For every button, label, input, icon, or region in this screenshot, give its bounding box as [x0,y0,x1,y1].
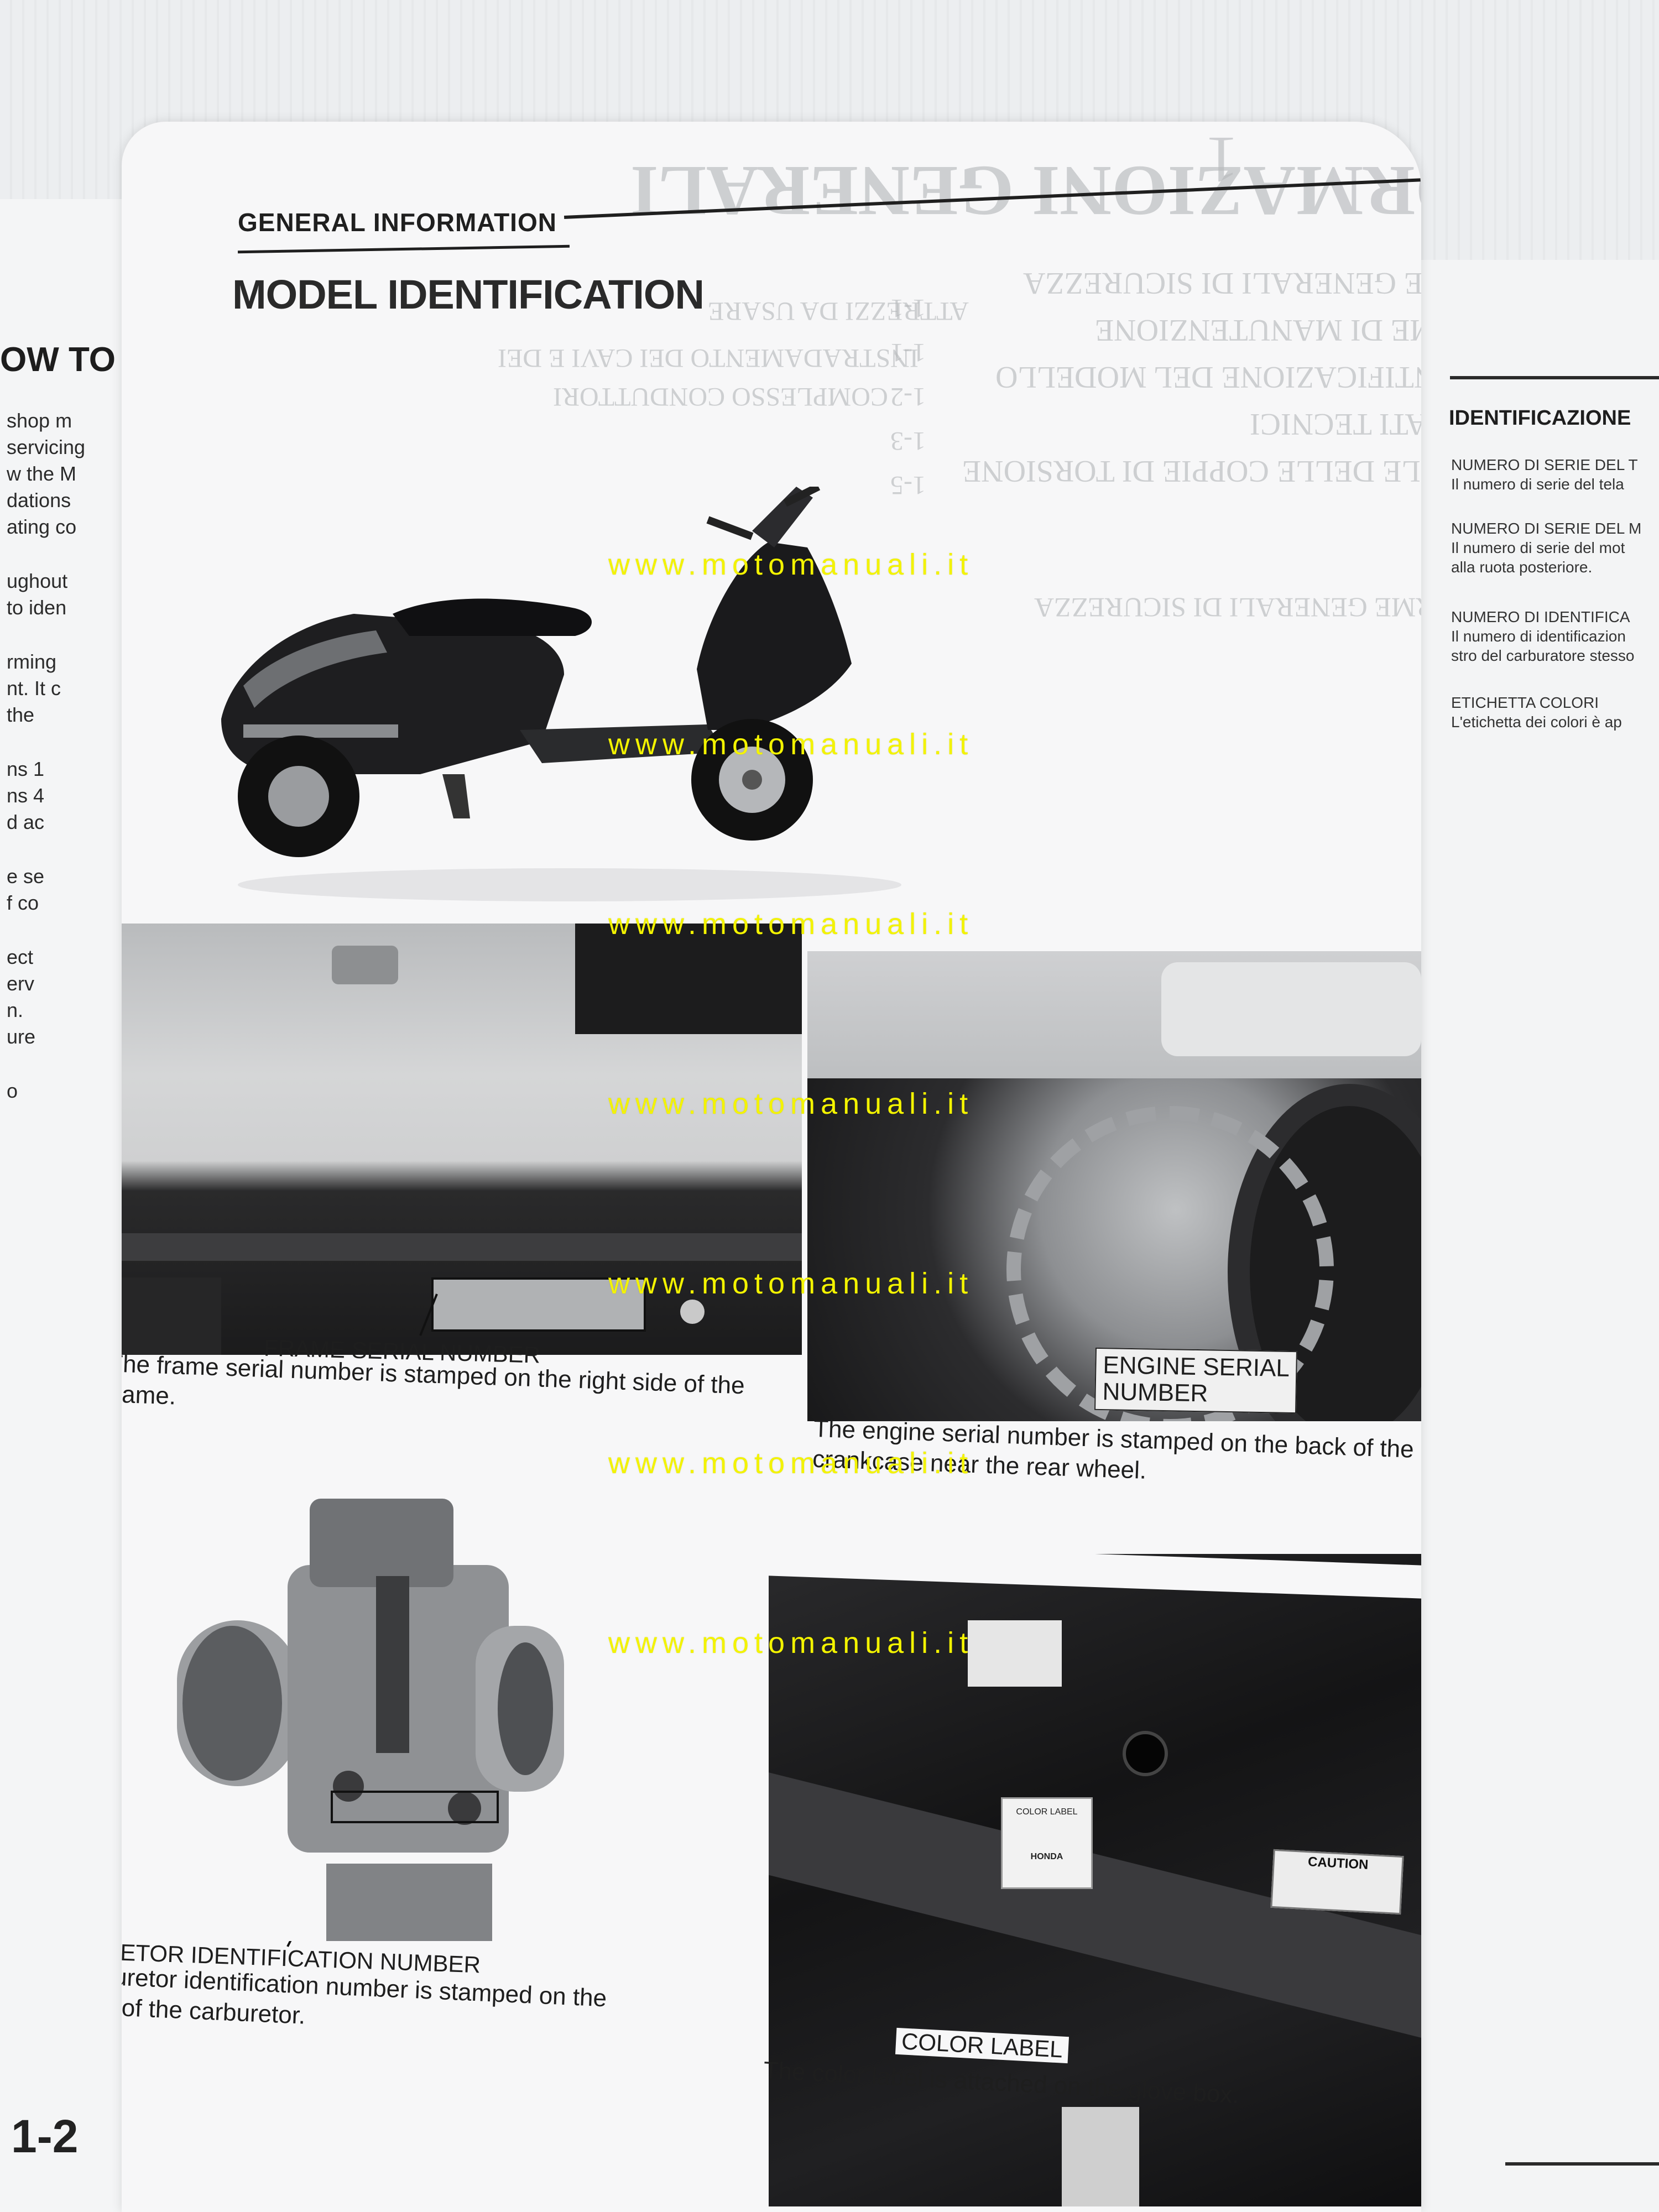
right-page-title: IDENTIFICAZIONE [1449,406,1631,430]
watermark: www.motomanuali.it [608,1267,974,1300]
watermark: www.motomanuali.it [608,1447,974,1480]
left-page-text: nt. It c [7,677,61,700]
right-page-line: ETICHETTA COLORI [1451,694,1599,711]
caution-sticker-text: CAUTION [1307,1854,1369,1872]
watermark: www.motomanuali.it [608,1087,974,1120]
left-page: OW TO shop m servicing w the M dations a… [0,199,128,2212]
right-page-line: alla ruota posteriore. [1451,559,1593,576]
right-page-line: NUMERO DI IDENTIFICA [1451,608,1630,625]
page-number: 1-2 [11,2110,79,2162]
left-page-text: to iden [7,596,67,619]
scooter-illustration [221,487,901,901]
color-label-sticker: COLOR LABEL HONDA [1001,1797,1093,1889]
right-page-line: Il numero di serie del mot [1451,539,1625,556]
left-page-text: ns 1 [7,758,45,780]
watermark: www.motomanuali.it [608,907,974,941]
left-page-text: rming [7,650,57,673]
right-page-line: NUMERO DI SERIE DEL T [1451,456,1638,473]
left-page-text: w the M [7,462,77,485]
right-page-bottom-rule [1505,2162,1659,2166]
watermark: www.motomanuali.it [608,728,974,761]
engine-photo [807,951,1421,1421]
left-page-text: dations [7,489,71,512]
caution-sticker: CAUTION [1270,1849,1404,1915]
color-label-sticker-brand: HONDA [1030,1851,1063,1861]
header-label: GENERAL INFORMATION [238,208,557,237]
left-page-text: ughout [7,570,68,592]
left-page-text: o [7,1079,18,1102]
right-page-rule [1450,376,1659,379]
section-title: MODEL IDENTIFICATION [232,272,705,317]
color-label-sticker-title: COLOR LABEL [1016,1807,1078,1817]
left-page-text: d ac [7,811,45,833]
watermark: www.motomanuali.it [608,1626,974,1660]
watermark: www.motomanuali.it [608,548,974,581]
right-page-line: L'etichetta dei colori è ap [1451,713,1622,731]
left-page-text: the [7,703,35,726]
left-page-text: f co [7,891,39,914]
left-page-title: OW TO [0,341,116,379]
frame-photo [122,924,802,1355]
left-page-text: ating co [7,515,77,538]
left-page-text: n. [7,999,24,1021]
right-page-line: NUMERO DI SERIE DEL M [1451,520,1642,537]
engine-serial-callout: ENGINE SERIAL NUMBER [1094,1347,1298,1413]
left-page-text: ure [7,1025,36,1048]
right-page-line: Il numero di identificazion [1451,628,1626,645]
color-label-photo: COLOR LABEL HONDA CAUTION [769,1554,1421,2206]
engine-serial-callout-line: NUMBER [1102,1378,1208,1407]
right-page-line: Il numero di serie del tela [1451,476,1624,493]
right-page: IDENTIFICAZIONE NUMERO DI SERIE DEL T Il… [1416,260,1659,2212]
left-page-text: ns 4 [7,784,45,807]
left-page-text: servicing [7,436,86,458]
engine-serial-callout-line: ENGINE SERIAL [1103,1352,1290,1382]
left-page-text: shop m [7,409,72,432]
manual-page: 1 INFORMAZIONI GENERALI NORME GENERALI D… [122,122,1421,2212]
carburetor-photo [144,1477,597,1941]
left-page-text: ect [7,946,34,968]
right-page-line: stro del carburatore stesso [1451,647,1635,664]
left-page-text: erv [7,972,35,995]
left-page-text: e se [7,865,45,888]
